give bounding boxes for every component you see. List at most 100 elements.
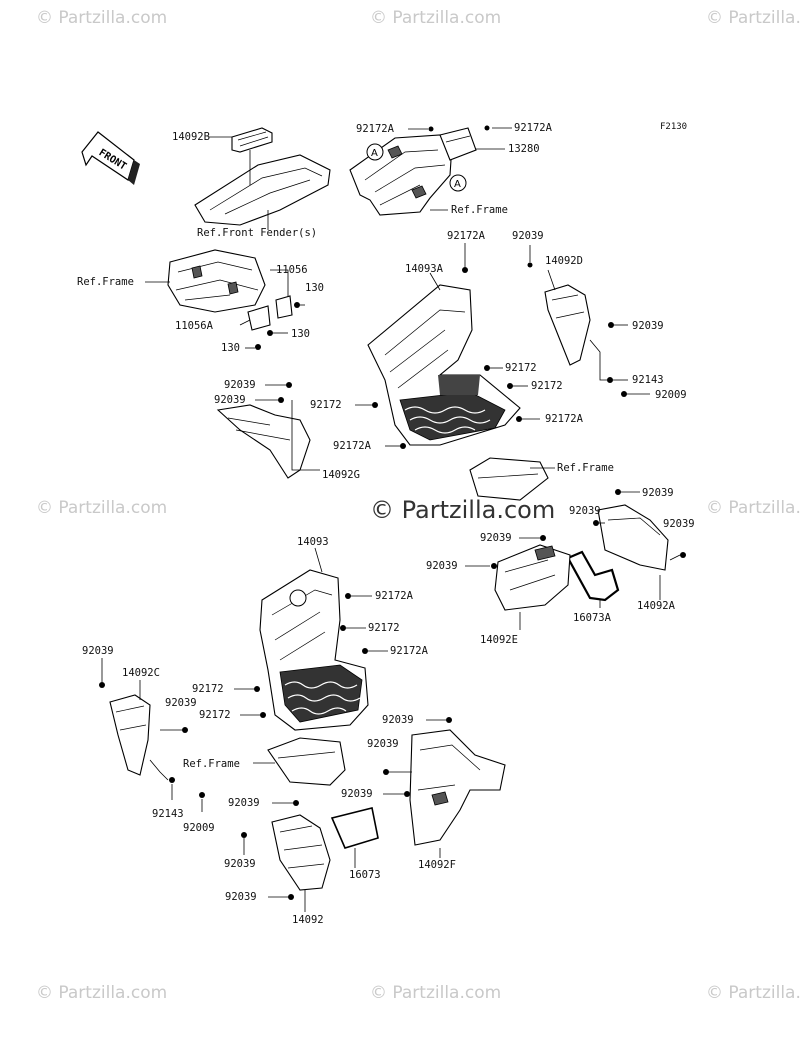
part-label: 14092 [292, 914, 324, 926]
bolt-92172a [362, 648, 368, 654]
part-label: 11056 [276, 264, 308, 276]
screw-92039 [446, 717, 452, 723]
bolt-92172a [400, 443, 406, 449]
part-label: 92172 [531, 380, 563, 392]
part-label: 92172A [390, 645, 428, 657]
part-label: 92039 [382, 714, 414, 726]
screw-92039 [404, 791, 410, 797]
part-label: 92143 [632, 374, 664, 386]
part-label: 92172 [199, 709, 231, 721]
callout-a-circle [366, 143, 384, 161]
part-label: 92039 [426, 560, 458, 572]
copyright-icon: © [706, 983, 723, 1003]
part-label: 14092D [545, 255, 583, 267]
part-14093a-floor [367, 284, 521, 446]
part-label: 14092F [418, 859, 456, 871]
part-label: 11056A [175, 320, 213, 332]
part-label: 14092G [322, 469, 360, 481]
part-label: 92143 [152, 808, 184, 820]
part-label: 130 [305, 282, 324, 294]
ref-label: Ref.Frame [557, 462, 614, 474]
part-label: 92172A [356, 123, 394, 135]
part-label: 92009 [183, 822, 215, 834]
watermark: © Partzilla.com [36, 498, 167, 518]
part-label: 92172 [505, 362, 537, 374]
copyright-icon: © [370, 496, 394, 524]
clip-92143 [169, 777, 175, 783]
ref-label: Ref.Frame [77, 276, 134, 288]
watermark-text: Partzilla.com [392, 8, 502, 28]
part-16073a-mat [566, 550, 620, 602]
clip-92143 [607, 377, 613, 383]
watermark: © Partzilla.com [370, 8, 501, 28]
bolt-130 [294, 302, 300, 308]
part-label: 130 [291, 328, 310, 340]
bolt-92172 [254, 686, 260, 692]
screw-92039 [293, 800, 299, 806]
part-label: 92172 [192, 683, 224, 695]
callout-a-circle [449, 174, 467, 192]
screw-92039 [615, 489, 621, 495]
part-label: 92039 [663, 518, 695, 530]
figure-code: F2130 [660, 122, 688, 132]
copyright-icon: © [370, 8, 387, 28]
part-label: 92172A [333, 440, 371, 452]
part-label: 130 [221, 342, 240, 354]
watermark: © Partzilla.com [706, 498, 800, 518]
watermark-text: Partzilla.com [58, 498, 168, 518]
part-label: 92039 [224, 858, 256, 870]
screw-92039 [383, 769, 389, 775]
screw-92039 [241, 832, 247, 838]
screw-92039 [608, 322, 614, 328]
bolt-130 [267, 330, 273, 336]
frame-left-11056 [167, 249, 293, 331]
part-label: 92039 [224, 379, 256, 391]
part-14092f-cover [409, 729, 506, 846]
part-label: 16073 [349, 869, 381, 881]
screw-92039 [680, 552, 686, 558]
center-watermark: © Partzilla.com [370, 496, 555, 524]
part-label: 92039 [228, 797, 260, 809]
ref-label: Ref.Front Fender(s) [197, 227, 318, 239]
screw-92039 [278, 397, 284, 403]
part-label: 92172 [368, 622, 400, 634]
ref-label: Ref.Frame [183, 758, 240, 770]
part-14092-cover [271, 814, 331, 891]
watermark-text: Partzilla.com [58, 983, 168, 1003]
part-label: 92039 [569, 505, 601, 517]
part-label: 92039 [642, 487, 674, 499]
watermark-text: Partzilla.com [392, 983, 502, 1003]
front-fender-shape [194, 154, 331, 226]
ref-label: Ref.Frame [451, 204, 508, 216]
part-label: 14093A [405, 263, 443, 275]
bolt-92172a [345, 593, 351, 599]
screw-92039 [540, 535, 546, 541]
frame-right-lower [469, 457, 549, 501]
watermark-text: Partzilla.com [728, 983, 800, 1003]
watermark-text: Partzilla.com [58, 8, 168, 28]
part-label: 92172A [447, 230, 485, 242]
callout-a-text: A [371, 148, 378, 159]
part-label: 92039 [82, 645, 114, 657]
watermark-text: Partzilla.com [401, 496, 556, 524]
part-13280-bracket [439, 127, 477, 161]
callout-a-text: A [454, 179, 461, 190]
part-14092g-cover [216, 404, 311, 479]
copyright-icon: © [36, 983, 53, 1003]
part-14092c-cover [109, 694, 151, 776]
bolt-92172a-left [428, 126, 434, 132]
part-14092b-cover [231, 127, 273, 153]
part-label: 14092A [637, 600, 675, 612]
part-14092e-cover [494, 544, 571, 611]
part-14093-floor [259, 569, 369, 731]
watermark: © Partzilla.com [370, 983, 501, 1003]
part-label: 92172 [310, 399, 342, 411]
part-label: 14093 [297, 536, 329, 548]
screw-92039 [99, 682, 105, 688]
bolt-92172 [260, 712, 266, 718]
part-14092d-cover [544, 284, 591, 366]
watermark-text: Partzilla.com [728, 498, 800, 518]
bolt-92172 [507, 383, 513, 389]
